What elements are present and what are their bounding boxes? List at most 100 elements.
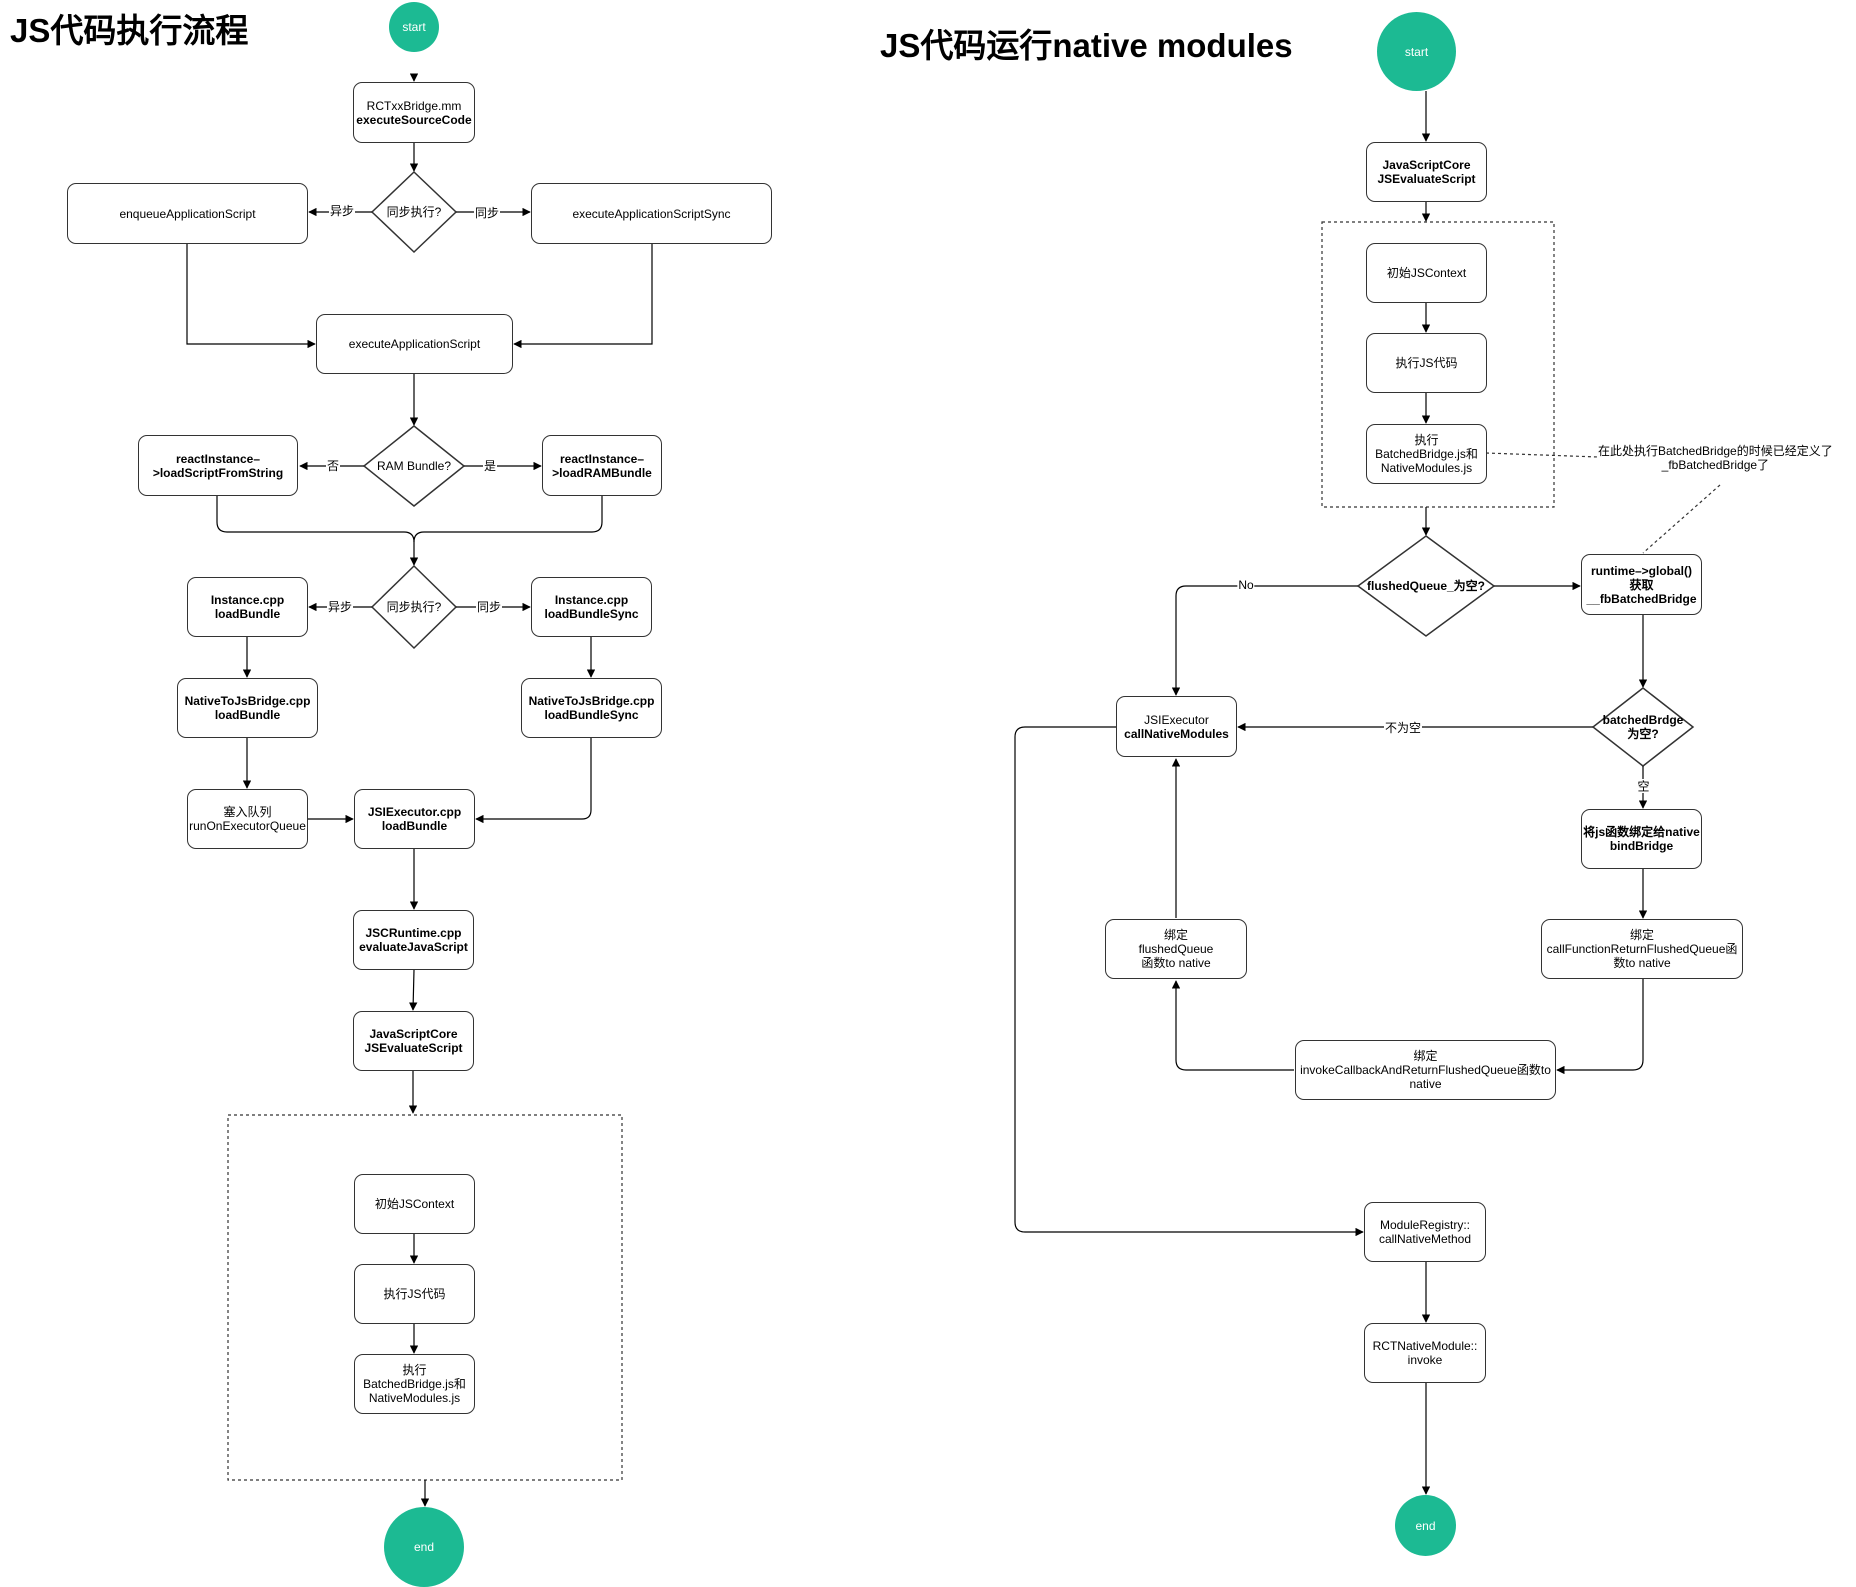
right-edge-label-empty: 空 [1636, 779, 1650, 793]
left-n2js-load-sync-node: NativeToJsBridge.cpp loadBundleSync [521, 678, 662, 738]
left-exec-sync-label: executeApplicationScriptSync [572, 206, 731, 221]
right-bind-flushed-node: 绑定 flushedQueue 函数to native [1105, 919, 1247, 979]
left-title: JS代码执行流程 [10, 12, 249, 49]
left-n2js-load-node: NativeToJsBridge.cpp loadBundle [177, 678, 318, 738]
left-jscore-eval-line1: JavaScriptCore [369, 1027, 458, 1041]
left-load-string-line1: reactInstance– [175, 451, 261, 466]
left-exec-js-node: 执行JS代码 [354, 1264, 475, 1324]
left-exec-batched-node: 执行 BatchedBridge.js和 NativeModules.js [354, 1354, 475, 1414]
right-module-registry-line1: ModuleRegistry:: [1379, 1218, 1471, 1232]
left-edge-label-sync-1: 同步 [473, 206, 501, 220]
right-edge-label-notempty: 不为空 [1383, 721, 1423, 735]
left-sync-diamond-1-shape [370, 170, 458, 254]
right-exec-batched-line1: 执行 [1414, 433, 1439, 447]
left-exec-batched-line1: 执行 [402, 1363, 427, 1377]
left-jsi-load-line1: JSIExecutor.cpp [367, 805, 462, 819]
right-exec-js-label: 执行JS代码 [1395, 356, 1458, 370]
right-init-ctx-node: 初始JSContext [1366, 243, 1487, 303]
right-rct-native-line2: invoke [1407, 1353, 1443, 1367]
left-rct-bridge-line1: RCTxxBridge.mm [366, 98, 462, 113]
right-batched-diamond-line1: batchedBrdge [1602, 713, 1684, 727]
right-runtime-global-line2: 获取 [1629, 577, 1654, 592]
right-bind-js-line2: bindBridge [1609, 839, 1674, 853]
right-bind-invoke-node: 绑定 invokeCallbackAndReturnFlushedQueue函数… [1295, 1040, 1556, 1100]
left-load-ram-line2: >loadRAMBundle [552, 465, 652, 480]
right-bind-flushed-line1: 绑定 [1163, 928, 1188, 942]
right-exec-batched-line3: NativeModules.js [1380, 461, 1473, 475]
left-jscore-eval-node: JavaScriptCore JSEvaluateScript [353, 1011, 474, 1071]
left-n2js-load-line2: loadBundle [214, 708, 281, 722]
left-sync-diamond-2-shape [370, 564, 458, 650]
right-runtime-global-line1: runtime–>global() [1590, 563, 1692, 578]
left-exec-batched-line2: BatchedBridge.js和 [363, 1377, 466, 1391]
left-jsi-load-line2: loadBundle [381, 819, 448, 833]
left-rct-bridge-line2: executeSourceCode [356, 112, 472, 127]
right-note: 在此处执行BatchedBridge的时候已经定义了 _fbBatchedBri… [1598, 444, 1833, 472]
right-jscore-eval-line2: JSEvaluateScript [1377, 172, 1476, 186]
right-js-runtime-group [1321, 221, 1555, 508]
left-end-node: end [384, 1507, 464, 1587]
right-bind-callfn-line1: 绑定 [1629, 928, 1654, 942]
left-load-ram-node: reactInstance– >loadRAMBundle [542, 435, 662, 496]
right-edge-label-no: No [1237, 578, 1255, 592]
right-jsi-call-node: JSIExecutor callNativeModules [1116, 696, 1237, 757]
right-bind-flushed-line2: flushedQueue [1138, 942, 1214, 956]
right-exec-batched-line2: BatchedBridge.js和 [1375, 447, 1478, 461]
left-exec-app-label: executeApplicationScript [348, 337, 481, 351]
left-exec-sync-node: executeApplicationScriptSync [531, 183, 772, 244]
right-jsi-call-line1: JSIExecutor [1144, 712, 1209, 727]
left-jsc-eval-node: JSCRuntime.cpp evaluateJavaScript [353, 910, 474, 970]
right-module-registry-node: ModuleRegistry:: callNativeMethod [1364, 1202, 1486, 1262]
left-n2js-load-sync-line1: NativeToJsBridge.cpp [528, 694, 655, 708]
right-bind-callfn-line3: 数to native [1613, 956, 1671, 970]
right-module-registry-line2: callNativeMethod [1378, 1232, 1472, 1246]
left-queue-node: 塞入队列 runOnExecutorQueue [187, 789, 308, 849]
left-edge-label-no: 否 [325, 459, 341, 473]
left-inst-load-line2: loadBundle [214, 607, 281, 621]
left-jscore-eval-line2: JSEvaluateScript [364, 1041, 463, 1055]
right-bind-callfn-line2: callFunctionReturnFlushedQueue函 [1546, 942, 1738, 956]
left-edge-label-async-2: 异步 [326, 600, 354, 614]
right-bind-callfn-node: 绑定 callFunctionReturnFlushedQueue函 数to n… [1541, 919, 1743, 979]
left-load-string-node: reactInstance– >loadScriptFromString [138, 435, 298, 496]
right-runtime-global-line3: __fbBatchedBridge [1586, 591, 1697, 606]
left-exec-app-node: executeApplicationScript [316, 314, 513, 374]
left-inst-load-line1: Instance.cpp [210, 593, 285, 607]
right-batched-diamond-label: batchedBrdge 为空? [1603, 713, 1684, 741]
left-start-node: start [389, 2, 439, 52]
left-edge-label-sync-2: 同步 [475, 600, 503, 614]
right-bind-js-line1: 将js函数绑定给native [1583, 825, 1700, 839]
left-init-ctx-node: 初始JSContext [354, 1174, 475, 1234]
right-bind-flushed-line3: 函数to native [1141, 956, 1211, 970]
right-note-line1: 在此处执行BatchedBridge的时候已经定义了 [1598, 444, 1833, 458]
left-load-string-line2: >loadScriptFromString [152, 465, 284, 480]
left-inst-load-sync-node: Instance.cpp loadBundleSync [531, 577, 652, 637]
right-runtime-global-node: runtime–>global() 获取 __fbBatchedBridge [1581, 554, 1702, 615]
left-ram-diamond-shape [362, 425, 466, 507]
left-jsc-eval-line2: evaluateJavaScript [359, 940, 468, 954]
left-queue-line1: 塞入队列 [223, 805, 272, 819]
left-ram-diamond-label: RAM Bundle? [376, 459, 452, 473]
right-bind-invoke-line3: native [1409, 1077, 1442, 1091]
right-jsi-call-line2: callNativeModules [1124, 726, 1229, 741]
right-jscore-eval-line1: JavaScriptCore [1382, 158, 1471, 172]
right-bind-js-node: 将js函数绑定给native bindBridge [1581, 809, 1702, 869]
left-exec-js-label: 执行JS代码 [383, 1287, 446, 1301]
left-sync-diamond-1-label: 同步执行? [386, 205, 442, 219]
left-queue-line2: runOnExecutorQueue [189, 819, 306, 833]
left-exec-batched-line3: NativeModules.js [368, 1391, 461, 1405]
right-exec-js-node: 执行JS代码 [1366, 333, 1487, 393]
right-bind-invoke-line1: 绑定 [1413, 1049, 1438, 1063]
left-n2js-load-line1: NativeToJsBridge.cpp [184, 694, 311, 708]
left-jsi-load-node: JSIExecutor.cpp loadBundle [354, 789, 475, 849]
left-enqueue-label: enqueueApplicationScript [119, 206, 256, 221]
right-jscore-eval-node: JavaScriptCore JSEvaluateScript [1366, 142, 1487, 202]
left-enqueue-node: enqueueApplicationScript [67, 183, 308, 244]
right-init-ctx-label: 初始JSContext [1386, 266, 1467, 280]
left-init-ctx-label: 初始JSContext [374, 1197, 455, 1211]
right-flushed-diamond-label: flushedQueue_为空? [1366, 579, 1486, 593]
left-load-ram-line1: reactInstance– [559, 451, 645, 466]
left-inst-load-sync-line2: loadBundleSync [544, 607, 639, 621]
left-edge-label-yes: 是 [482, 459, 498, 473]
